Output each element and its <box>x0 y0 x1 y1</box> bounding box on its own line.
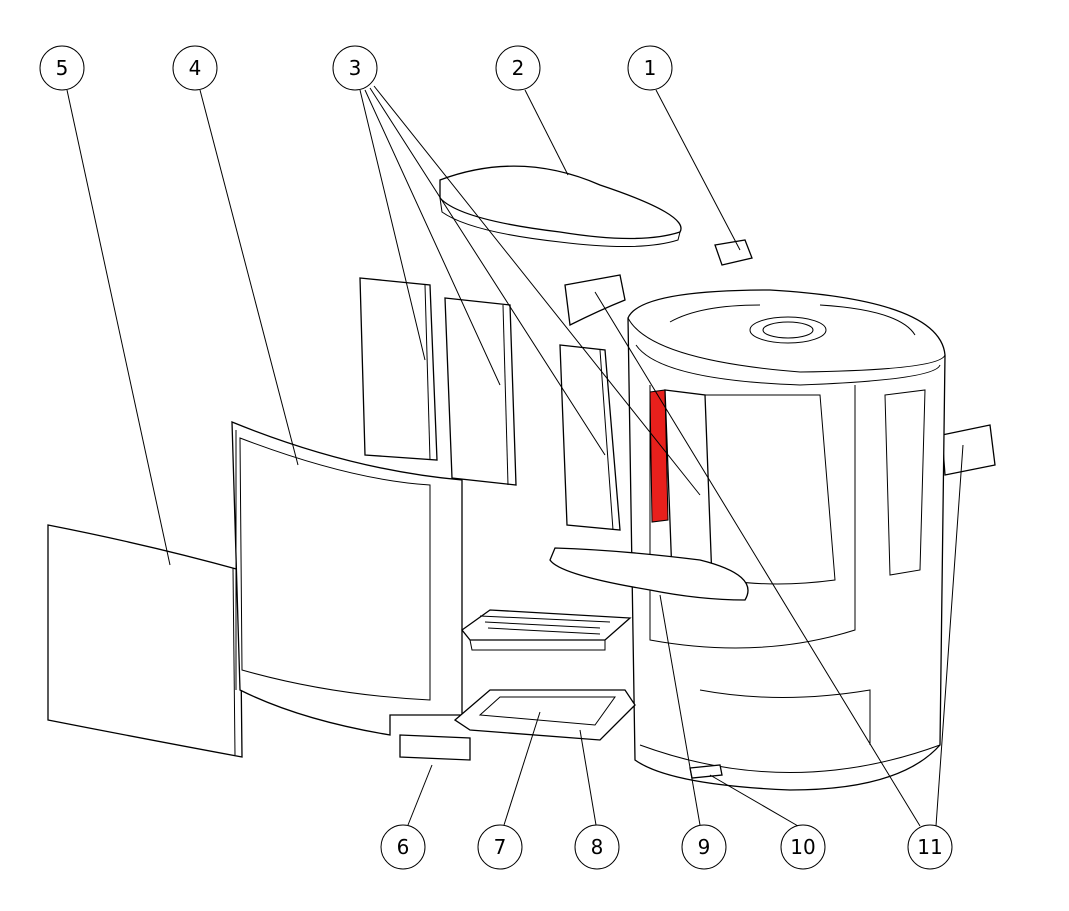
callout-9: 9 <box>681 824 727 870</box>
callout-5: 5 <box>39 45 85 91</box>
part-3-liner-plates <box>359 277 621 531</box>
part-8-ash-pan <box>453 689 636 741</box>
callout-7: 7 <box>477 824 523 870</box>
callout-11: 11 <box>907 824 953 870</box>
svg-text:9: 9 <box>698 835 711 859</box>
svg-text:1: 1 <box>644 56 657 80</box>
part-2-top-plate <box>439 165 682 248</box>
callout-8: 8 <box>574 824 620 870</box>
svg-text:2: 2 <box>512 56 525 80</box>
part-7-grate <box>461 609 632 651</box>
part-11-side-pieces <box>564 274 996 476</box>
svg-text:7: 7 <box>494 835 507 859</box>
callout-2: 2 <box>495 45 541 91</box>
callout-6: 6 <box>380 824 426 870</box>
leader-lines <box>66 85 964 827</box>
svg-text:6: 6 <box>397 835 410 859</box>
svg-text:4: 4 <box>189 56 202 80</box>
part-1-bracket <box>714 239 753 266</box>
svg-text:3: 3 <box>349 56 362 80</box>
callout-3: 3 <box>332 45 378 91</box>
svg-text:10: 10 <box>790 835 815 859</box>
svg-text:8: 8 <box>591 835 604 859</box>
part-6-small-plate <box>399 734 471 761</box>
part-5-side-panel <box>47 524 243 758</box>
part-9-curved-strip <box>549 547 749 601</box>
svg-text:5: 5 <box>56 56 69 80</box>
callout-4: 4 <box>172 45 218 91</box>
part-4-front-panel <box>231 421 463 736</box>
stove-body <box>627 289 946 791</box>
callout-10: 10 <box>780 824 826 870</box>
svg-text:11: 11 <box>917 835 942 859</box>
firebox-highlight <box>649 389 669 523</box>
part-10-handle <box>689 764 723 779</box>
callout-1: 1 <box>627 45 673 91</box>
